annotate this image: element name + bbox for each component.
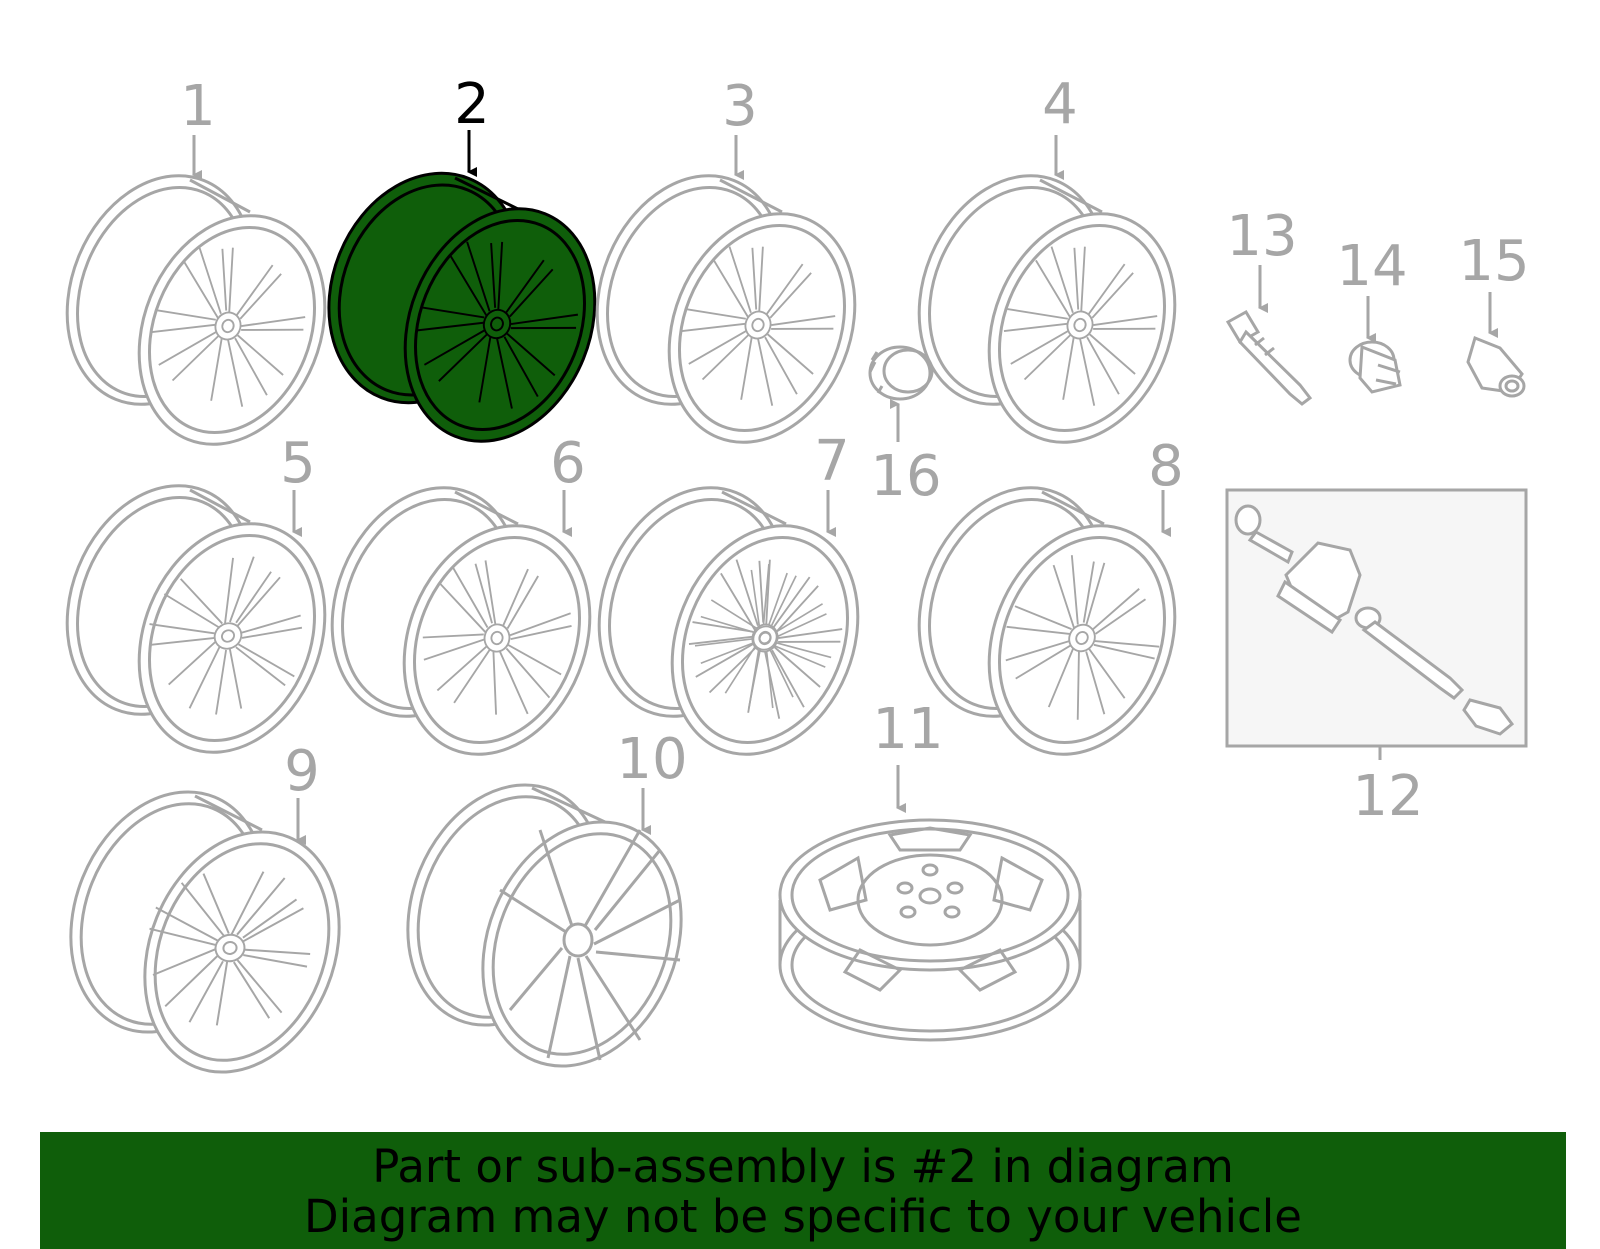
part-16-center-cap[interactable] xyxy=(868,345,934,401)
wheel-11-spare[interactable] xyxy=(778,818,1082,1042)
wheel-3[interactable] xyxy=(564,148,888,471)
wheel-9[interactable] xyxy=(36,763,374,1102)
callout-7[interactable]: 7 xyxy=(814,429,850,494)
part-13-valve-stem[interactable] xyxy=(1225,309,1313,406)
banner-line-2: Diagram may not be specific to your vehi… xyxy=(304,1190,1302,1243)
wheel-2-highlighted[interactable] xyxy=(295,144,628,470)
banner-line-1: Part or sub-assembly is #2 in diagram xyxy=(372,1140,1234,1193)
part-12-tpms-kit[interactable] xyxy=(1225,488,1528,748)
callout-9[interactable]: 9 xyxy=(284,739,320,804)
callout-12[interactable]: 12 xyxy=(1352,764,1423,829)
part-15-lock-nut[interactable] xyxy=(1466,335,1526,398)
callout-8[interactable]: 8 xyxy=(1148,434,1184,499)
info-banner: Part or sub-assembly is #2 in diagram Di… xyxy=(40,1132,1566,1249)
callout-4[interactable]: 4 xyxy=(1042,72,1078,137)
callout-2-selected[interactable]: 2 xyxy=(454,72,490,137)
wheel-7[interactable] xyxy=(566,460,891,783)
parts-diagram: 1 2 3 4 5 6 7 8 9 10 11 12 13 14 15 16 xyxy=(34,72,1530,1102)
wheel-6[interactable] xyxy=(299,460,623,783)
callout-15[interactable]: 15 xyxy=(1458,229,1529,294)
part-14-lug-nut[interactable] xyxy=(1348,340,1402,394)
callout-5[interactable]: 5 xyxy=(280,431,316,496)
callout-6[interactable]: 6 xyxy=(550,431,586,496)
callout-3[interactable]: 3 xyxy=(722,74,758,139)
callout-14[interactable]: 14 xyxy=(1336,234,1407,299)
callout-16[interactable]: 16 xyxy=(870,444,941,509)
callout-10[interactable]: 10 xyxy=(616,727,687,792)
callout-11[interactable]: 11 xyxy=(872,697,943,762)
wheel-1[interactable] xyxy=(34,148,358,473)
leader-arrows xyxy=(192,135,1498,845)
callout-1[interactable]: 1 xyxy=(180,74,216,139)
wheel-5[interactable] xyxy=(34,458,358,781)
wheel-4[interactable] xyxy=(886,148,1208,471)
wheel-8[interactable] xyxy=(886,460,1208,783)
wheel-10[interactable] xyxy=(373,756,716,1096)
callout-13[interactable]: 13 xyxy=(1226,204,1297,269)
